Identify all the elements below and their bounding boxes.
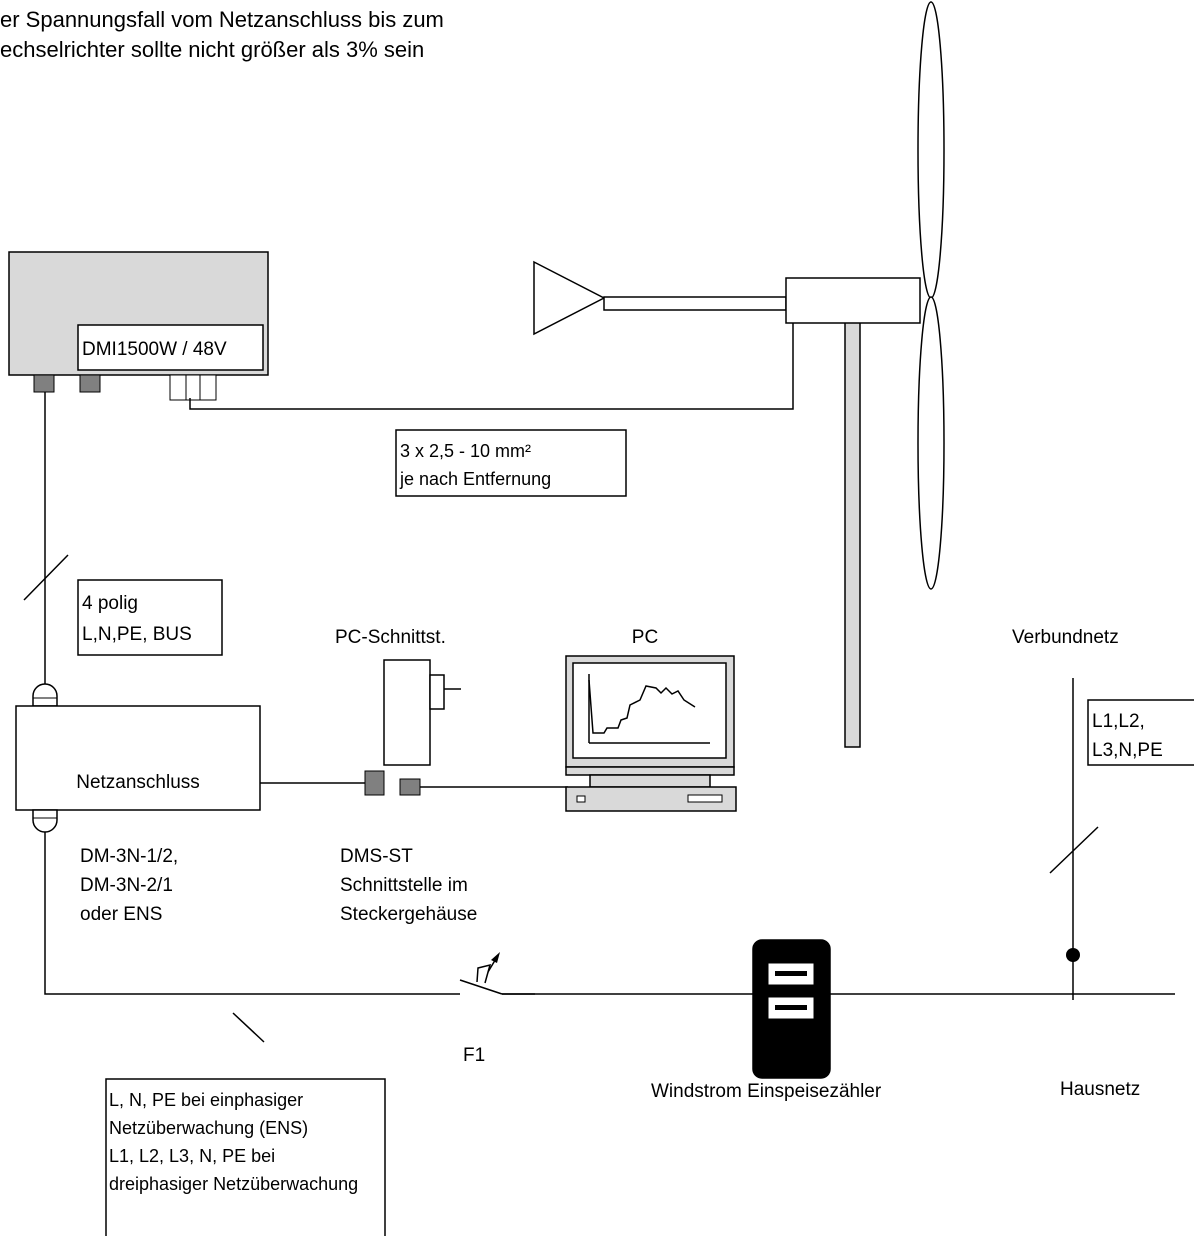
pc-power-button bbox=[576, 795, 586, 803]
phase-note-line-4: dreiphasiger Netzüberwachung bbox=[109, 1174, 358, 1194]
wind-turbine bbox=[533, 1, 945, 748]
inverter-ac-port bbox=[33, 374, 55, 393]
house-grid-label: Hausnetz bbox=[1060, 1079, 1140, 1100]
plug-serial-port bbox=[399, 778, 421, 796]
breaker-contact bbox=[459, 979, 503, 995]
junction-dot bbox=[1066, 948, 1080, 962]
phase-note-line-3: L1, L2, L3, N, PE bei bbox=[109, 1146, 275, 1166]
heading-line-1: er Spannungsfall vom Netzanschluss bis z… bbox=[0, 7, 444, 32]
fuse-label: F1 bbox=[463, 1045, 485, 1066]
inverter-dc-input bbox=[169, 374, 217, 401]
main-line-slash-mark bbox=[232, 1012, 265, 1043]
phase-note-line-2: Netzüberwachung (ENS) bbox=[109, 1118, 308, 1138]
pc-title: PC bbox=[632, 627, 658, 648]
nacelle bbox=[785, 277, 921, 324]
rotor-blade-lower bbox=[917, 296, 945, 590]
turbine-tower bbox=[844, 321, 861, 748]
bus-label-box bbox=[77, 579, 223, 656]
turbine-cable bbox=[189, 323, 794, 410]
plug-prong-base bbox=[429, 674, 445, 710]
phase-note-line-1: L, N, PE bei einphasiger bbox=[109, 1090, 303, 1110]
bus-label-line-1: 4 polig bbox=[82, 593, 138, 614]
breaker-f1 bbox=[459, 952, 535, 995]
public-grid-slash-mark bbox=[1049, 826, 1099, 874]
inverter-label: DMI1500W / 48V bbox=[82, 339, 227, 360]
grid-type-line-3: oder ENS bbox=[80, 904, 162, 925]
monitor-stand bbox=[589, 774, 711, 788]
public-grid-label-line-2: L3,N,PE bbox=[1092, 740, 1163, 761]
inverter-dc-input-pins bbox=[185, 374, 201, 401]
plug-housing bbox=[383, 659, 431, 766]
meter-window-2-bar bbox=[775, 1005, 807, 1010]
meter-label: Windstrom Einspeisezähler bbox=[651, 1081, 882, 1102]
heading-line-2: echselrichter sollte nicht größer als 3%… bbox=[0, 37, 424, 62]
pc-interface-caption-3: Steckergehäuse bbox=[340, 904, 477, 925]
inverter-label-box bbox=[77, 324, 264, 371]
tail-vane bbox=[533, 260, 606, 336]
public-grid-label-box bbox=[1087, 699, 1194, 766]
plug-input-port bbox=[364, 770, 385, 796]
cable-label-line-1: 3 x 2,5 - 10 mm² bbox=[400, 441, 531, 461]
bus-label-line-2: L,N,PE, BUS bbox=[82, 624, 192, 645]
pc-drive-slot bbox=[687, 794, 723, 803]
pc-interface-caption-1: DMS-ST bbox=[340, 846, 413, 867]
grid-connection-box bbox=[15, 705, 261, 811]
cable-slash-mark bbox=[23, 554, 69, 601]
inverter-port-2 bbox=[79, 374, 101, 393]
inverter: DMI1500W / 48V bbox=[8, 251, 269, 401]
monitor-base bbox=[565, 766, 735, 776]
grid-connection-label: Netzanschluss bbox=[76, 772, 200, 793]
meter-window-1-bar bbox=[775, 971, 807, 976]
phase-note-box bbox=[105, 1078, 386, 1236]
breaker-actuator bbox=[476, 963, 492, 984]
rotor-blade-upper bbox=[917, 1, 945, 299]
cable-label-box bbox=[395, 429, 627, 497]
grid-connection-bottom-gland bbox=[32, 809, 58, 833]
public-grid-label-line-1: L1,L2, bbox=[1092, 711, 1145, 732]
pc-interface-caption-2: Schnittstelle im bbox=[340, 875, 468, 896]
main-line-left bbox=[44, 832, 460, 995]
grid-type-line-1: DM-3N-1/2, bbox=[80, 846, 178, 867]
breaker-arrow-head bbox=[491, 952, 500, 963]
grid-connection-top-gland bbox=[32, 683, 58, 707]
cable-label-line-2: je nach Entfernung bbox=[399, 469, 551, 489]
pc-interface: PC-Schnittst. bbox=[335, 627, 461, 796]
screen-chart-curve bbox=[588, 679, 696, 734]
monitor-screen bbox=[572, 662, 727, 759]
pc-interface-title: PC-Schnittst. bbox=[335, 627, 446, 648]
tail-boom bbox=[603, 296, 787, 311]
grid-connection: Netzanschluss bbox=[15, 683, 261, 833]
energy-meter bbox=[752, 939, 831, 1079]
grid-type-line-2: DM-3N-2/1 bbox=[80, 875, 173, 896]
public-grid-title: Verbundnetz bbox=[1012, 627, 1119, 648]
pc: PC bbox=[565, 627, 737, 812]
